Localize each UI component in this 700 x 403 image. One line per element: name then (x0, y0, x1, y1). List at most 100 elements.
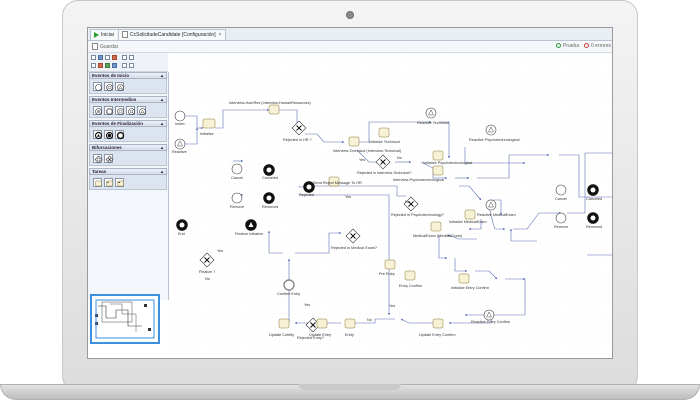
task-initialize-entry-confirm[interactable] (458, 273, 470, 284)
paste-icon[interactable] (112, 55, 117, 60)
intermediate-event-confirm-entry[interactable] (283, 279, 295, 291)
collapse-icon[interactable]: ▲ (160, 169, 164, 174)
end-event-rejected-ring (306, 184, 312, 190)
palette-end-error[interactable] (93, 130, 103, 140)
gateway-finalize[interactable] (199, 252, 215, 268)
start-event-reactive-technical[interactable] (425, 107, 437, 119)
flow (567, 152, 612, 214)
gateway-rejected-in-medical[interactable] (345, 228, 361, 244)
start-events (174, 107, 567, 321)
palette-end-event[interactable] (115, 130, 125, 140)
laptop-notch (299, 384, 401, 390)
errors-label: 0 errores (591, 43, 612, 49)
task-initialize-medical[interactable] (464, 209, 476, 220)
palette-intermediate-signal[interactable] (126, 106, 135, 115)
palette-start-timer[interactable] (115, 82, 124, 91)
task-initialize[interactable] (202, 118, 216, 129)
errors-indicator[interactable]: 0 errores (584, 43, 611, 49)
label-entry: Entry (345, 333, 354, 337)
test-button[interactable]: Prueba (556, 43, 579, 49)
flow (306, 184, 406, 197)
flow (459, 185, 482, 201)
task-initialize-psych[interactable] (432, 150, 444, 161)
label-yes5: Yes (345, 195, 351, 199)
task-update-entry-confirm[interactable] (432, 318, 444, 329)
palette-header-intermediate[interactable]: Eventos Intermedios▲ (89, 96, 167, 103)
start-event-insert[interactable] (174, 110, 186, 122)
task-pre-entry[interactable] (384, 259, 396, 270)
collapse-icon[interactable]: ▲ (160, 145, 164, 150)
palette-header-tasks[interactable]: Tareas▲ (89, 168, 167, 175)
palette-panel: Eventos de Inicio▲ Eventos Intermedios▲ … (88, 72, 169, 300)
palette-intermediate-error[interactable] (137, 106, 146, 115)
zoom-out-icon[interactable] (112, 63, 117, 68)
collapse-icon[interactable]: ▲ (160, 73, 164, 78)
save-button[interactable]: Guardar (92, 43, 118, 50)
palette-end-terminate[interactable] (104, 130, 114, 140)
start-event-reactive-psych[interactable] (485, 124, 497, 136)
undo-icon[interactable] (122, 55, 127, 60)
task-initialize-technical[interactable] (378, 127, 390, 138)
palette-header-start[interactable]: Eventos de Inicio▲ (89, 72, 167, 79)
task-medical-exam[interactable] (430, 221, 442, 232)
palette-start-event[interactable] (93, 82, 102, 91)
play-icon (94, 31, 99, 38)
start-event-remove[interactable] (231, 192, 243, 204)
palette-header-end[interactable]: Eventos de Finalización▲ (89, 120, 167, 127)
gateway-rejected-in-psych[interactable] (403, 196, 419, 212)
start-event-cancel[interactable] (231, 163, 243, 175)
gateway-rejected-in-technical[interactable] (375, 154, 391, 170)
palette-task[interactable] (93, 178, 102, 187)
task-interview-technical[interactable] (348, 136, 360, 147)
palette-intermediate-link[interactable] (93, 106, 102, 115)
task-interview-psych[interactable] (432, 165, 444, 176)
task-entry[interactable] (344, 318, 356, 329)
redo-icon[interactable] (129, 55, 134, 60)
end-event-removed-right-ring (590, 215, 596, 221)
palette-script-task[interactable] (115, 178, 124, 187)
palette-user-task[interactable] (104, 178, 113, 187)
gateway-rejected-in-hr[interactable] (291, 120, 307, 136)
palette-intermediate-timer[interactable] (115, 106, 124, 115)
collapse-icon[interactable]: ▲ (160, 97, 164, 102)
label-update-cufeity: Update Cufeity (269, 333, 294, 337)
label-reactive-medical: Reactive MedicalExam (477, 213, 516, 217)
collapse-icon[interactable]: ▲ (160, 121, 164, 126)
task-interview-humres[interactable] (268, 104, 280, 115)
flow (353, 120, 432, 143)
task-entry-confirm[interactable] (404, 270, 416, 281)
palette-intermediate-message[interactable] (104, 106, 113, 115)
label-no4: No (405, 200, 410, 204)
tab-process[interactable]: CcSolicitudeCandidate [Configuración]× (118, 29, 226, 40)
cut-icon[interactable] (91, 63, 96, 68)
align-icon[interactable] (122, 63, 127, 68)
delete-icon[interactable] (98, 63, 103, 68)
palette-gateway-exclusive[interactable] (104, 154, 114, 164)
flow (279, 109, 299, 129)
signal-icon (177, 140, 183, 147)
label-initialize-technical: Initialize Technical (369, 140, 400, 144)
start-event-reactive-medical[interactable] (485, 199, 497, 211)
flow (400, 318, 435, 324)
start-event-reactive-entry-confirm[interactable] (483, 309, 495, 321)
diagram-canvas[interactable]: Insert Reactive Initialize Interview-Hum… (169, 53, 612, 358)
task-send-reject-message[interactable] (328, 176, 340, 187)
start-event-reactive[interactable] (174, 138, 186, 150)
distribute-icon[interactable] (129, 63, 134, 68)
start-event-cancel-right[interactable] (555, 184, 567, 196)
palette-gateway-parallel[interactable] (93, 154, 103, 164)
close-icon[interactable]: × (218, 32, 222, 38)
palette-header-gateways[interactable]: Bifurcaciones▲ (89, 144, 167, 151)
end-event-removed-ring (266, 195, 272, 201)
task-update-entry[interactable] (316, 318, 328, 329)
label-cancel-left: Cancel (231, 176, 243, 180)
palette-start-message[interactable] (104, 82, 113, 91)
zoom-in-icon[interactable] (105, 63, 110, 68)
minimap[interactable] (90, 294, 160, 344)
label-remove-right: Remove (554, 225, 568, 229)
task-update-cufeity[interactable] (278, 318, 290, 329)
start-event-remove-right[interactable] (555, 212, 567, 224)
new-icon[interactable] (91, 55, 96, 60)
open-icon[interactable] (98, 55, 103, 60)
copy-icon[interactable] (105, 55, 110, 60)
